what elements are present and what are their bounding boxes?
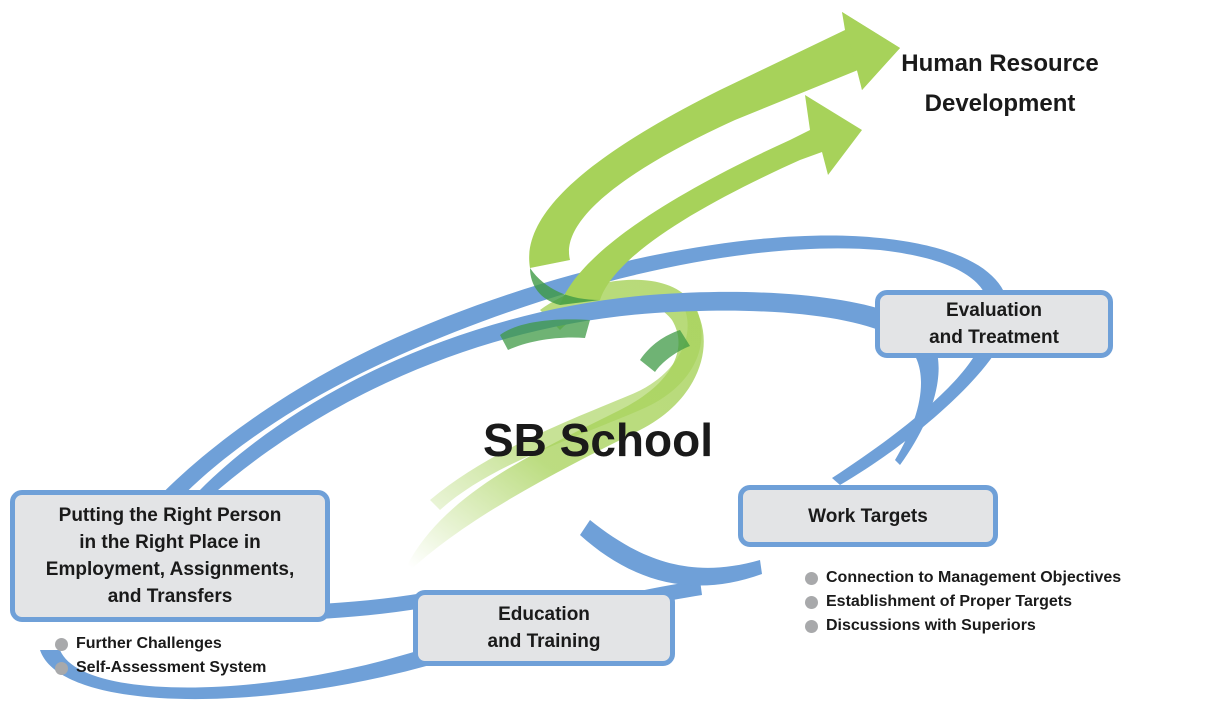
circle-bullet-icon	[55, 661, 68, 675]
point-text: Further Challenges	[76, 635, 222, 652]
list-item: Further Challenges	[55, 632, 266, 656]
circle-bullet-icon	[805, 595, 818, 609]
placement-box-line3: Employment, Assignments,	[45, 559, 295, 580]
goal-title: Human Resource Development	[860, 44, 1140, 124]
evaluation-box-line1: Evaluation	[945, 300, 1043, 321]
goal-title-line2: Development	[924, 90, 1076, 117]
placement-points: Further Challenges Self-Assessment Syste…	[55, 632, 266, 680]
list-item: Self-Assessment System	[55, 656, 266, 680]
growth-arrow-front	[500, 12, 900, 372]
upward-arrow-icon	[842, 12, 900, 90]
placement-box-line1: Putting the Right Person	[58, 505, 282, 526]
circle-bullet-icon	[55, 637, 68, 651]
evaluation-box-line2: and Treatment	[929, 327, 1059, 348]
placement-box-line4: and Transfers	[107, 586, 233, 607]
point-text: Discussions with Superiors	[826, 617, 1036, 634]
education-box-line2: and Training	[487, 631, 601, 652]
list-item: Establishment of Proper Targets	[805, 590, 1121, 614]
circle-bullet-icon	[805, 571, 818, 585]
evaluation-box: Evaluation and Treatment	[875, 290, 1113, 358]
list-item: Connection to Management Objectives	[805, 566, 1121, 590]
work-targets-box-label: Work Targets	[808, 505, 928, 527]
point-text: Connection to Management Objectives	[826, 569, 1122, 586]
point-text: Establishment of Proper Targets	[826, 593, 1072, 610]
work-targets-box: Work Targets	[738, 485, 998, 547]
work-targets-points: Connection to Management Objectives Esta…	[805, 566, 1121, 638]
education-box: Education and Training	[413, 590, 675, 666]
goal-title-line1: Human Resource	[901, 50, 1099, 77]
list-item: Discussions with Superiors	[805, 614, 1121, 638]
placement-box-line2: in the Right Place in	[79, 532, 261, 553]
placement-box: Putting the Right Person in the Right Pl…	[10, 490, 330, 622]
point-text: Self-Assessment System	[76, 659, 267, 676]
growth-arrow-back	[400, 279, 704, 580]
education-box-line1: Education	[498, 604, 590, 625]
main-title: SB School	[482, 414, 714, 466]
circle-bullet-icon	[805, 619, 818, 633]
